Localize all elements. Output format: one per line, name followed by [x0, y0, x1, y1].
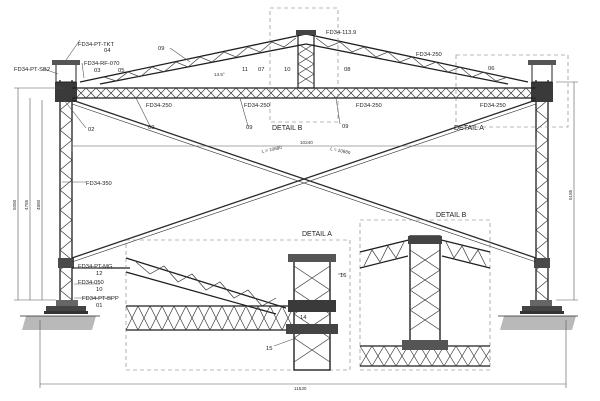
label-detail-b-top: DETAIL B: [272, 125, 303, 132]
label-fd34-250-a: FD34-250: [146, 103, 172, 109]
right-ground-block: [500, 316, 576, 330]
label-fd34-pt-tkt: FD34-PT-TKT: [78, 42, 115, 48]
label-fd34-pt-bpp: FD34-PT-BPP: [82, 296, 119, 302]
label-04: 04: [104, 48, 111, 54]
dimension-lines: [14, 81, 578, 388]
label-05: 05: [118, 68, 124, 74]
label-fd34-pt-sb2: FD34-PT-SB2: [14, 67, 50, 73]
label-08: 08: [344, 67, 350, 73]
label-dim-4785: 4785: [24, 199, 29, 210]
label-detail-a-top: DETAIL A: [454, 125, 484, 132]
detail-a-inset: [125, 239, 351, 371]
main-horizontal-truss: [72, 87, 537, 99]
left-ground-block: [22, 316, 96, 330]
label-07: 07: [258, 67, 264, 73]
label-dim-5080: 5080: [12, 199, 17, 210]
label-dim-5185: 5185: [568, 189, 573, 200]
label-detail-a-inset: DETAIL A: [302, 231, 332, 238]
cross-bracing: [71, 99, 537, 263]
label-dim-10240: 10240: [300, 140, 313, 145]
label-10: 10: [284, 67, 290, 73]
right-tower: [528, 60, 556, 301]
label-fd34-rf-070: FD34-RF-070: [84, 61, 119, 67]
detail-b-inset: [359, 219, 491, 371]
left-sleeve-block: [58, 258, 74, 268]
label-fd34-250-c: FD34-250: [356, 103, 382, 109]
label-14: 14: [300, 315, 307, 321]
label-fd34-250-d: FD34-250: [480, 103, 506, 109]
label-angle: 13.5°: [214, 72, 225, 77]
label-dim-4880: 4880: [36, 199, 41, 210]
label-fd34-350: FD34-350: [86, 181, 112, 187]
roof-truss: [79, 30, 529, 89]
label-03: 03: [94, 68, 100, 74]
label-fd34-250-b: FD34-250: [244, 103, 270, 109]
label-01: 01: [96, 303, 102, 309]
leader-lines: [43, 39, 341, 299]
detail-a-callout-box: [455, 54, 569, 128]
label-fd34-250-top-right: FD34-250: [416, 52, 442, 58]
label-11: 11: [242, 67, 248, 73]
label-fd34-113-9: FD34-113.9: [326, 30, 356, 36]
detail-b-callout-box: [269, 7, 339, 123]
label-fd34-050: FD34-050: [78, 280, 104, 286]
label-09-b: 09: [246, 125, 252, 131]
label-brace-b: L = 10680: [330, 146, 351, 155]
label-16: 16: [340, 273, 346, 279]
label-detail-b-inset: DETAIL B: [436, 212, 467, 219]
label-10-bottom: 10: [96, 287, 102, 293]
left-base-plate: [44, 300, 88, 314]
label-09-c: 09: [342, 124, 348, 130]
label-fd34-pt-mg: FD34-PT-MG: [78, 264, 113, 270]
label-15: 15: [266, 346, 272, 352]
left-tower: [52, 60, 80, 301]
label-02: 02: [88, 127, 94, 133]
ridge-post: [297, 33, 315, 89]
label-09-a: 09: [148, 125, 154, 131]
label-06: 06: [488, 66, 494, 72]
right-base-plate: [520, 300, 564, 314]
label-12: 12: [96, 271, 102, 277]
label-brace-a: L = 10680: [261, 145, 282, 154]
label-09-left: 09: [158, 46, 164, 52]
left-corner-block: [55, 82, 77, 102]
label-dim-11530: 11530: [294, 386, 307, 391]
